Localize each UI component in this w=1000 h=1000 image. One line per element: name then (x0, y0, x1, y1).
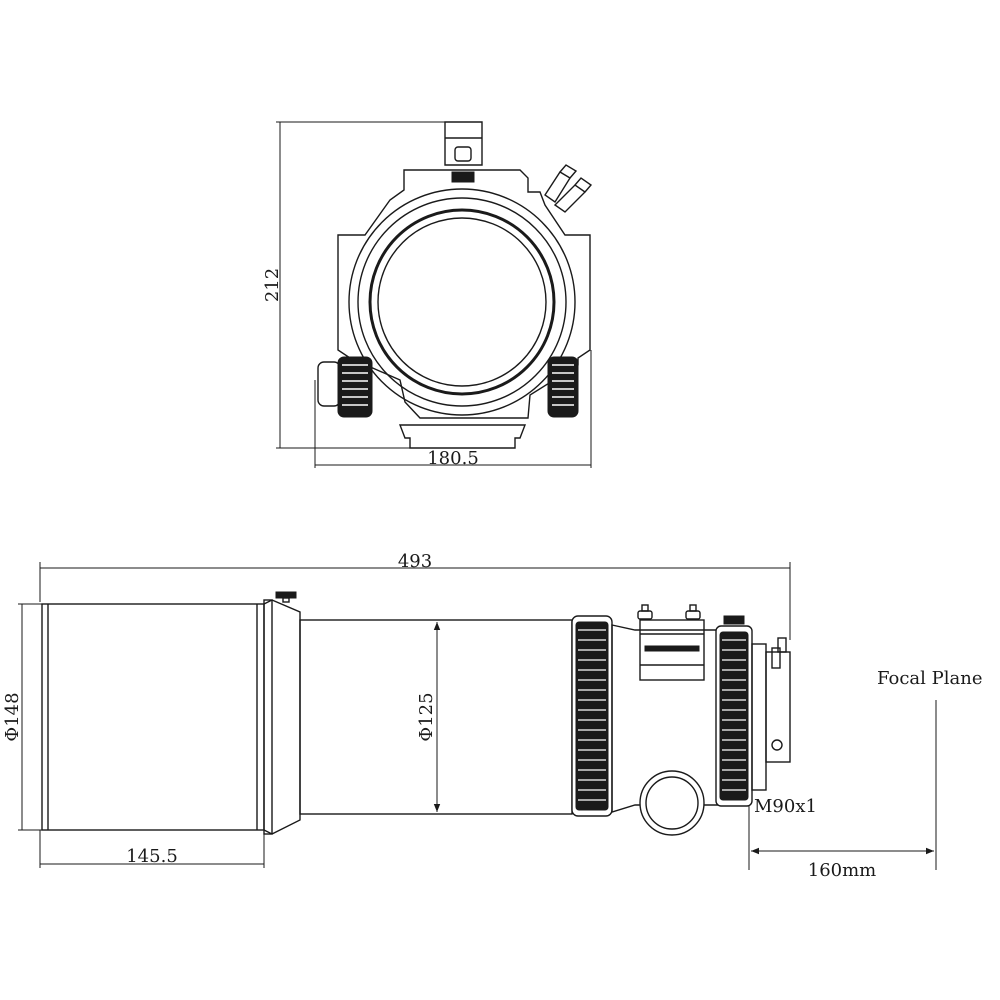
front-focuser-arms (544, 164, 593, 213)
length-label: 493 (398, 551, 432, 572)
front-ring-2 (357, 197, 567, 407)
camera-adapter (751, 637, 791, 791)
dew-shield-length-dimension: 145.5 (39, 830, 265, 868)
finder-shoe (637, 604, 705, 681)
focuser-ring (571, 615, 613, 817)
width-label: 180.5 (427, 448, 479, 469)
tube-transition (271, 599, 301, 835)
front-dovetail (398, 424, 527, 449)
front-ring-outer (348, 188, 576, 416)
front-knob-right (547, 356, 579, 418)
rotator-ring (715, 615, 753, 807)
shield-lock-screw (275, 591, 297, 603)
focal-plane: Focal Plane (877, 668, 982, 870)
dew-shield-diameter-label: Φ148 (2, 692, 23, 741)
front-height-dimension: 212 (262, 121, 445, 449)
tube-diameter-label: Φ125 (416, 692, 437, 741)
back-focus-dimension: 160mm (748, 806, 934, 881)
length-dimension: 493 (39, 551, 791, 640)
front-handle (444, 121, 483, 183)
front-ring-thick (368, 208, 556, 396)
focus-knob (639, 770, 705, 836)
thread-label: M90x1 (754, 796, 817, 817)
front-ring-inner (377, 217, 547, 387)
dew-shield-length-label: 145.5 (126, 846, 178, 867)
focal-plane-label: Focal Plane (877, 668, 982, 689)
front-view: 212 180.5 (262, 121, 593, 469)
dew-shield (41, 599, 273, 835)
side-view: 493 Φ148 Φ125 (2, 551, 982, 881)
back-focus-label: 160mm (808, 860, 877, 881)
front-housing (337, 169, 591, 419)
height-label: 212 (262, 268, 283, 302)
front-width-dimension: 180.5 (314, 350, 592, 469)
tube-diameter-dimension: Φ125 (416, 622, 441, 812)
dew-shield-diameter-dimension: Φ148 (2, 603, 42, 831)
front-knob-left (317, 356, 373, 418)
